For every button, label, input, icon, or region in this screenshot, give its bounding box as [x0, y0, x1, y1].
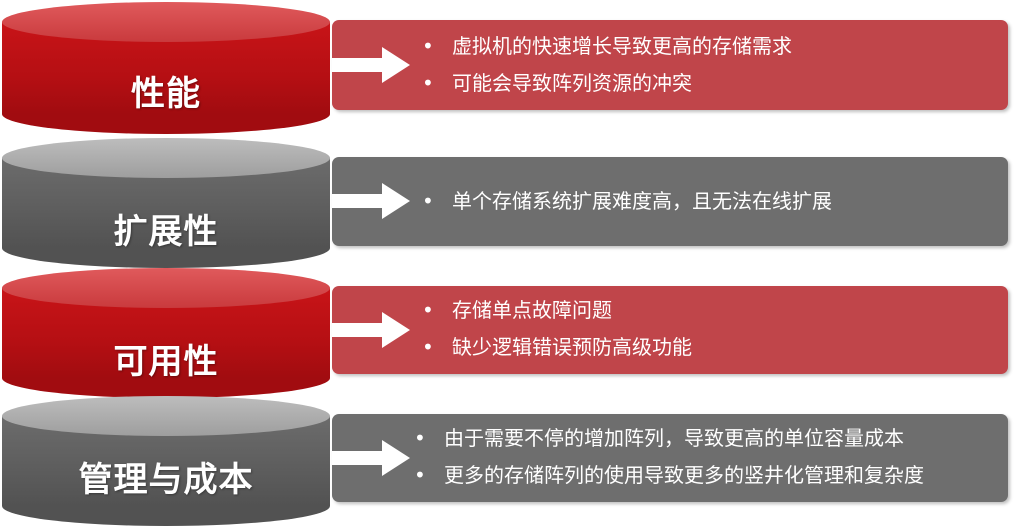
right-arrow-icon [332, 183, 410, 219]
list-item: 更多的存储阵列的使用导致更多的竖井化管理和复杂度 [414, 457, 1000, 494]
cylinder-title: 扩展性 [113, 212, 219, 252]
cylinder-title: 管理与成本 [78, 460, 254, 500]
list-item: 存储单点故障问题 [422, 292, 1000, 329]
row-scalability: 扩展性 单个存储系统扩展难度高，且无法在线扩展 [0, 138, 1025, 270]
panel-availability: 存储单点故障问题 缺少逻辑错误预防高级功能 [332, 286, 1008, 374]
list-item: 单个存储系统扩展难度高，且无法在线扩展 [422, 183, 1000, 220]
cylinder-top [2, 268, 330, 308]
right-arrow-icon [332, 312, 410, 348]
panel-scalability: 单个存储系统扩展难度高，且无法在线扩展 [332, 157, 1008, 246]
list-item: 由于需要不停的增加阵列，导致更高的单位容量成本 [414, 420, 1000, 457]
cylinder-top [2, 138, 330, 178]
list-item: 可能会导致阵列资源的冲突 [422, 65, 1000, 102]
row-availability: 可用性 存储单点故障问题 缺少逻辑错误预防高级功能 [0, 268, 1025, 400]
right-arrow-icon [332, 440, 410, 476]
row-performance: 性能 虚拟机的快速增长导致更高的存储需求 可能会导致阵列资源的冲突 [0, 0, 1025, 135]
cylinder-availability: 可用性 [2, 268, 330, 398]
cylinder-top [2, 396, 330, 436]
cylinder-management-cost: 管理与成本 [2, 396, 330, 526]
panel-management-cost: 由于需要不停的增加阵列，导致更高的单位容量成本 更多的存储阵列的使用导致更多的竖… [332, 414, 1008, 502]
panel-performance: 虚拟机的快速增长导致更高的存储需求 可能会导致阵列资源的冲突 [332, 20, 1008, 110]
bullet-list: 存储单点故障问题 缺少逻辑错误预防高级功能 [422, 292, 1000, 366]
right-arrow-icon [332, 47, 410, 83]
cylinder-title: 性能 [131, 74, 201, 114]
bullet-list: 虚拟机的快速增长导致更高的存储需求 可能会导致阵列资源的冲突 [422, 28, 1000, 102]
cylinder-top [2, 2, 330, 42]
row-management-cost: 管理与成本 由于需要不停的增加阵列，导致更高的单位容量成本 更多的存储阵列的使用… [0, 396, 1025, 526]
cylinder-performance: 性能 [2, 2, 330, 134]
cylinder-title: 可用性 [113, 342, 219, 382]
bullet-list: 由于需要不停的增加阵列，导致更高的单位容量成本 更多的存储阵列的使用导致更多的竖… [414, 420, 1000, 494]
list-item: 虚拟机的快速增长导致更高的存储需求 [422, 28, 1000, 65]
list-item: 缺少逻辑错误预防高级功能 [422, 329, 1000, 366]
bullet-list: 单个存储系统扩展难度高，且无法在线扩展 [422, 183, 1000, 220]
cylinder-scalability: 扩展性 [2, 138, 330, 268]
